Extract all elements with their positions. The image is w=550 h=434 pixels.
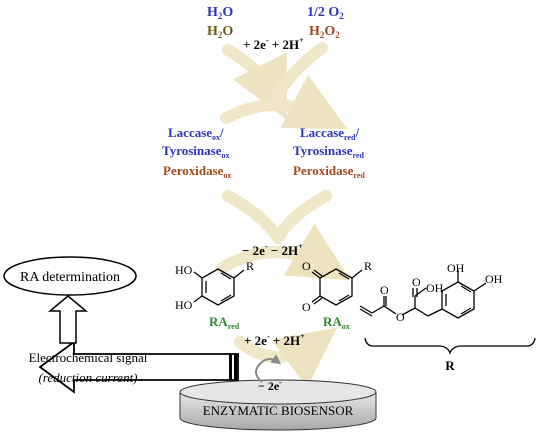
r-group-acid-o: O (412, 275, 421, 289)
biosensor: ENZYMATIC BIOSENSOR (179, 379, 377, 431)
quinone-structure (311, 268, 363, 306)
signal-sublabel: (reduction current) (38, 370, 137, 385)
mid-arc-right (272, 190, 332, 244)
r-group-oh-right: OH (485, 272, 503, 286)
up-arrow (47, 295, 89, 344)
top-arc-left (222, 44, 287, 120)
cycle-arrows (216, 42, 351, 388)
peroxide-label: H2O2 (309, 24, 340, 40)
tyrosinase-ox-label: Tyrosinaseox (162, 143, 229, 160)
peroxidase-red-label: Peroxidasered (293, 163, 365, 180)
water-bottom-label: H2O (207, 24, 233, 40)
catechol-oh-bottom: HO (175, 298, 193, 312)
quinone-o-top: O (302, 259, 311, 273)
signal-label: Electrochemical signal (29, 350, 148, 365)
laccase-red-label: Laccasered/ (300, 125, 359, 142)
oxygen-label: 1/2 O2 (307, 5, 344, 21)
top-electrons-label: + 2e- + 2H+ (243, 36, 304, 52)
electron-transfer-arrow (255, 354, 282, 383)
catechol-r: R (246, 259, 254, 273)
catechol-structure (193, 268, 245, 306)
mid-arc-left (222, 190, 284, 244)
r-group-structure (359, 270, 536, 356)
catechol-oh-top: HO (175, 263, 193, 277)
ra-red-label: RAred (209, 314, 240, 331)
ra-determination-ellipse (3, 256, 137, 296)
lower-arc (216, 223, 351, 281)
ra-ox-label: RAox (323, 314, 350, 331)
biosensor-electrons: − 2e- (258, 378, 282, 393)
upper-mid-arc (220, 74, 348, 130)
quinone-r: R (364, 259, 372, 273)
quinone-o-bottom: O (302, 300, 311, 314)
laccase-ox-label: Laccaseox/ (168, 125, 224, 142)
tyrosinase-red-label: Tyrosinasered (293, 143, 364, 160)
r-group-oh-left: OH (447, 261, 465, 275)
oxidation-label: − 2e- − 2H+ (242, 242, 303, 258)
top-species: H2O H2O 1/2 O2 H2O2 + 2e- + 2H+ (207, 5, 344, 52)
r-group-ester-o: O (396, 310, 405, 324)
r-group-ester-carbonyl: O (380, 283, 389, 297)
signal-arrow (38, 340, 239, 394)
peroxidase-ox-label: Peroxidaseox (163, 163, 231, 180)
top-arc-right (270, 42, 328, 104)
enzymes-oxidized: Laccaseox/ Tyrosinaseox Peroxidaseox (162, 125, 231, 180)
biosensor-label: ENZYMATIC BIOSENSOR (203, 403, 354, 418)
ra-determination-label: RA determination (20, 270, 120, 285)
r-group-label: R (445, 358, 455, 373)
water-top-label: H2O (207, 5, 233, 21)
reduction-label: + 2e- + 2H+ (244, 332, 305, 348)
r-group-acid-oh: OH (426, 281, 444, 295)
enzymes-reduced: Laccasered/ Tyrosinasered Peroxidasered (293, 125, 365, 180)
